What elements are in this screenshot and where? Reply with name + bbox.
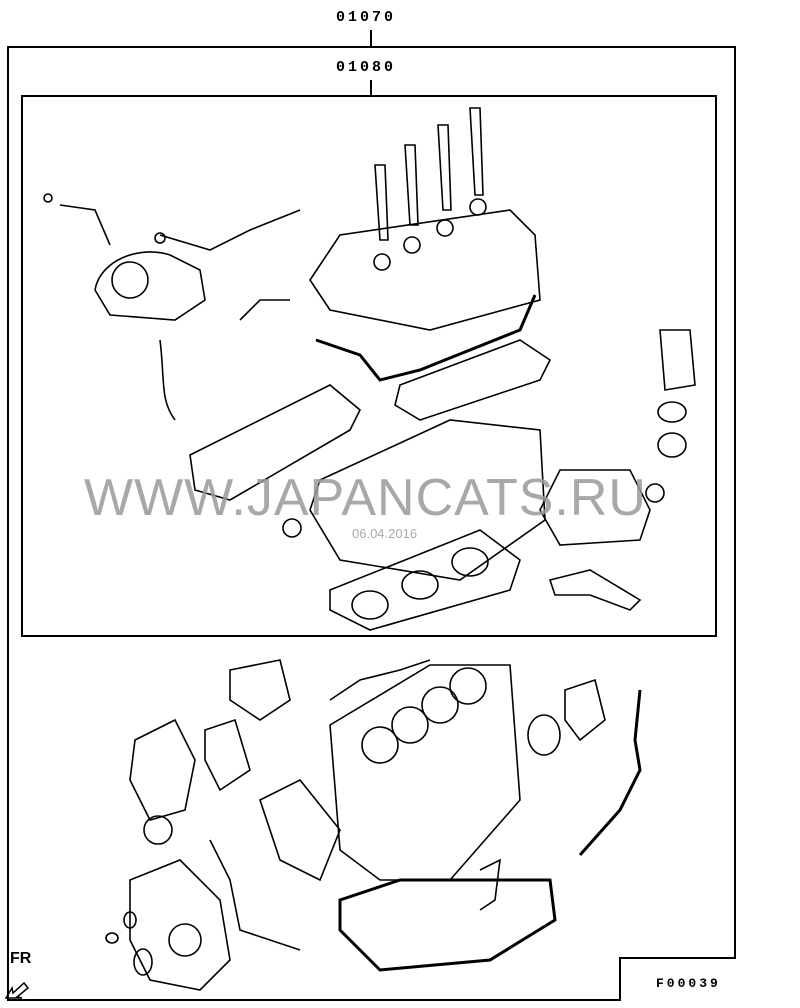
direction-label: FR (10, 950, 32, 967)
engine-block-parts (105, 659, 642, 991)
front-arrow-icon (4, 981, 30, 999)
watermark: WWW.JAPANCATS.RU (84, 469, 647, 527)
outer-kit-frame (7, 46, 736, 1001)
inner-kit-frame (21, 95, 717, 637)
cylinder-head-parts (43, 107, 696, 631)
outer-kit-part-number[interactable]: 01070 (336, 9, 397, 26)
inner-kit-part-number[interactable]: 01080 (336, 59, 397, 76)
injectors (373, 107, 487, 271)
date-stamp: 06.04.2016 (352, 526, 418, 541)
figure-code: F00039 (656, 976, 721, 991)
